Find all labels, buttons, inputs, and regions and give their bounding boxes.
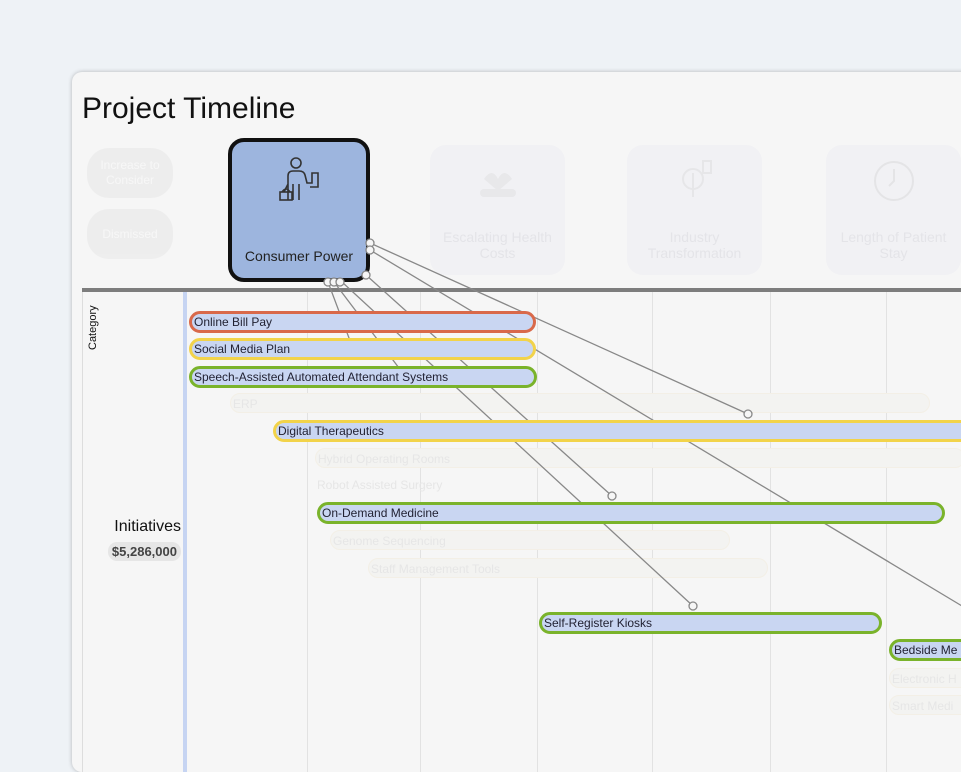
group-label: Initiatives [114,518,181,535]
initiative-bar[interactable]: Speech-Assisted Automated Attendant Syst… [189,366,537,388]
card-length-of-patient-stay[interactable]: Length of Patient Stay [826,145,961,275]
faded-bar[interactable]: Robot Assisted Surgery [317,478,443,492]
page-title: Project Timeline [82,92,296,125]
card-label: Escalating Health Costs [443,229,552,261]
initiative-bar[interactable]: Digital Therapeutics [273,420,961,442]
category-column: Category Initiatives $5,286,000 [82,292,183,772]
initiative-bar[interactable]: Social Media Plan [189,338,536,360]
gridline [770,292,771,772]
timeline-start-line [183,292,187,772]
gridline [307,292,308,772]
faded-bar[interactable]: Hybrid Operating Rooms [315,448,961,468]
timeline-divider [82,288,961,292]
clock-icon [872,159,916,206]
initiative-bar[interactable]: Online Bill Pay [189,311,536,333]
gridline [886,292,887,772]
card-label: Length of Patient Stay [840,229,947,261]
consumer-icon [274,156,324,211]
faded-bar[interactable]: ERP [230,393,930,413]
card-label: Consumer Power [244,248,354,264]
initiative-bar[interactable]: On-Demand Medicine [317,502,945,524]
faded-bar[interactable]: Genome Sequencing [330,530,730,550]
initiative-bar[interactable]: Self-Register Kiosks [539,612,882,634]
group-amount-badge: $5,286,000 [107,542,181,561]
faded-bar[interactable]: Smart Medi [889,695,961,715]
faded-bar[interactable]: Staff Management Tools [368,558,768,578]
card-industry-transformation[interactable]: Industry Transformation [627,145,762,275]
card-escalating-health-costs[interactable]: Escalating Health Costs [430,145,565,275]
filter-button-consider[interactable]: Increase to Consider [87,148,173,198]
card-label: Industry Transformation [647,229,742,261]
initiative-bar[interactable]: Bedside Me [889,639,961,661]
filter-button-dismissed[interactable]: Dismissed [87,209,173,259]
timeline-panel: Project Timeline Increase to Consider Di… [72,72,961,772]
card-consumer-power[interactable]: Consumer Power [228,138,370,282]
faded-bar[interactable]: Electronic H [889,668,961,688]
health-costs-icon [476,159,520,206]
industry-icon [673,159,717,206]
